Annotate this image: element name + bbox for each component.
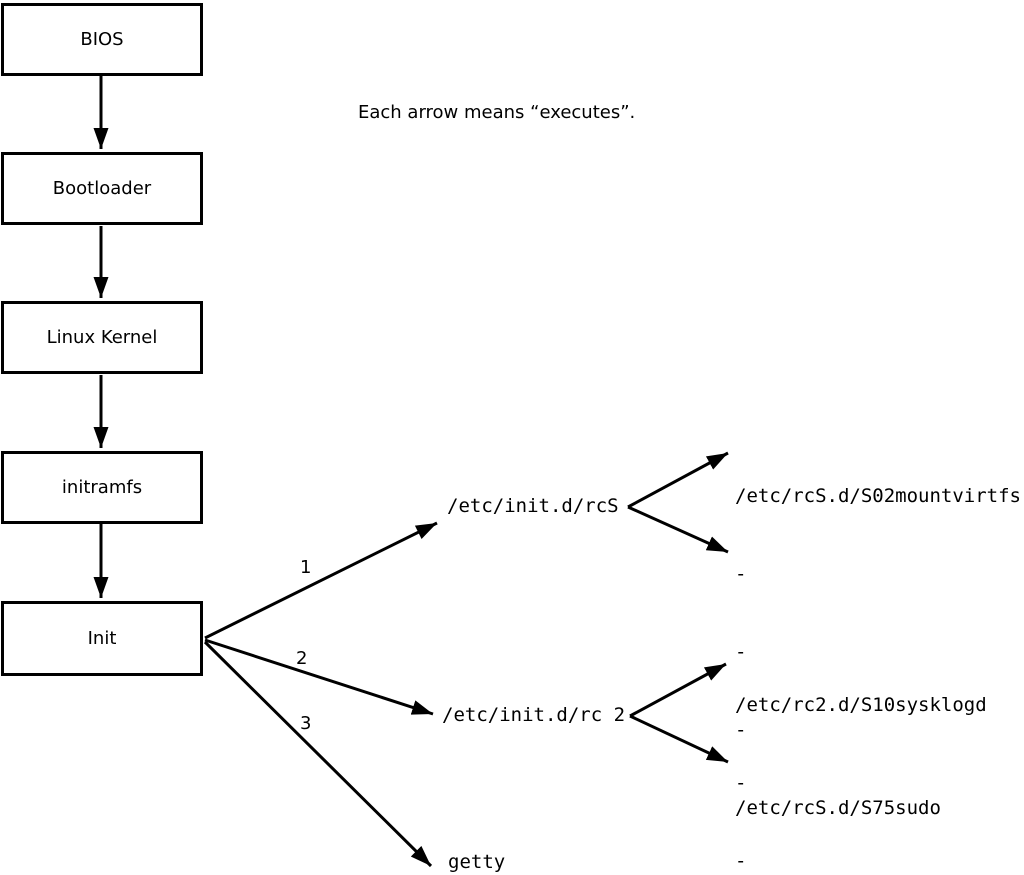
box-linux-kernel-label: Linux Kernel [46,327,158,348]
arrow-rcs-to-s02mountvirtfs [627,451,729,509]
box-initramfs-label: initramfs [61,477,143,498]
arrow-number-1: 1 [300,557,312,578]
box-bootloader-label: Bootloader [52,178,152,199]
arrow-rcs-to-s75sudo [627,505,729,554]
arrow-rc2-to-s10sysklogd [629,662,727,718]
arrow-number-2: 2 [296,648,308,669]
ellipsis-dash: - [735,563,747,585]
node-etc-init-d-rcs: /etc/init.d/rcS [447,495,619,517]
ellipsis-dash: - [735,719,747,741]
box-bios: BIOS [1,3,203,76]
arrow-init-to-getty [203,640,433,868]
arrow-number-3: 3 [300,713,312,734]
rc2-script-s10sysklogd: /etc/rc2.d/S10sysklogd [735,694,987,716]
box-init-label: Init [87,628,117,649]
rc2-script-list: /etc/rc2.d/S10sysklogd - - - /etc/rc2.d/… [735,640,987,875]
rcs-script-s02mountvirtfs: /etc/rcS.d/S02mountvirtfs [735,485,1021,507]
arrow-init-to-rc2 [204,638,434,716]
box-init: Init [1,601,203,676]
node-getty: getty [448,851,506,873]
arrow-init-to-rcs [204,521,438,640]
box-initramfs: initramfs [1,451,203,524]
arrow-rc2-to-s99gdm [629,714,729,764]
ellipsis-dash: - [735,772,747,794]
box-bios-label: BIOS [80,29,124,50]
diagram-caption: Each arrow means “executes”. [358,102,636,123]
box-bootloader: Bootloader [1,152,203,225]
ellipsis-dash: - [735,641,747,663]
box-linux-kernel: Linux Kernel [1,301,203,374]
node-etc-init-d-rc2: /etc/init.d/rc 2 [442,704,626,726]
rcs-script-s75sudo: /etc/rcS.d/S75sudo [735,797,941,819]
ellipsis-dash: - [735,850,747,872]
rcs-script-list: /etc/rcS.d/S02mountvirtfs - - - /etc/rcS… [735,431,1021,873]
